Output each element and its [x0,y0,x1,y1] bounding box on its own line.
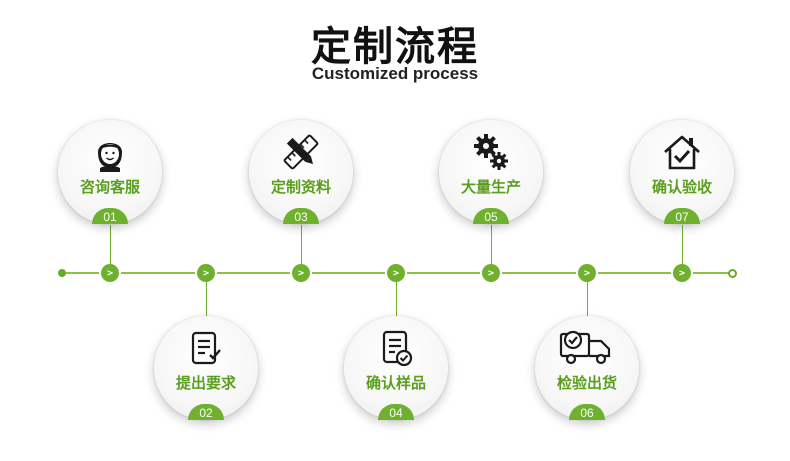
timeline-start-dot [58,269,66,277]
connector-6 [587,282,588,316]
step-number-badge: 01 [92,208,128,224]
timeline-node-1: > [101,264,119,282]
step-number-badge: 04 [378,404,414,420]
page-title: 定制流程 [311,24,479,70]
step-label: 大量生产 [460,178,521,196]
step-label: 提出要求 [175,374,236,392]
connector-7 [682,225,683,265]
connector-3 [301,225,302,265]
timeline-node-5: > [482,264,500,282]
design-tools-icon [281,132,321,172]
timeline-node-7: > [673,264,691,282]
step-confirm-acceptance: 确认验收 07 [630,120,734,224]
connector-2 [206,282,207,316]
connector-5 [491,225,492,265]
step-number-badge: 06 [569,404,605,420]
step-label: 确认样品 [365,374,426,392]
house-check-icon [662,132,702,172]
delivery-truck-icon [559,328,615,368]
step-label: 确认验收 [651,178,712,196]
step-label: 检验出货 [556,374,617,392]
step-submit-requirements: 提出要求 02 [154,316,258,420]
checklist-icon [186,328,226,368]
step-customize-materials: 定制资料 03 [249,120,353,224]
step-label: 定制资料 [270,178,331,196]
timeline-end-dot [728,269,737,278]
step-label: 咨询客服 [79,178,140,196]
timeline-node-6: > [578,264,596,282]
step-number-badge: 02 [188,404,224,420]
step-number-badge: 05 [473,208,509,224]
timeline-node-3: > [292,264,310,282]
step-number-badge: 03 [283,208,319,224]
timeline-node-2: > [197,264,215,282]
step-confirm-sample: 确认样品 04 [344,316,448,420]
connector-1 [110,225,111,265]
step-inspect-ship: 检验出货 06 [535,316,639,420]
connector-4 [396,282,397,316]
page-subtitle: Customized process [311,64,479,83]
timeline-node-4: > [387,264,405,282]
customer-service-icon [90,132,130,172]
gears-icon [471,132,511,172]
step-number-badge: 07 [664,208,700,224]
step-mass-production: 大量生产 05 [439,120,543,224]
step-consult-service: 咨询客服 01 [58,120,162,224]
document-check-icon [376,328,416,368]
